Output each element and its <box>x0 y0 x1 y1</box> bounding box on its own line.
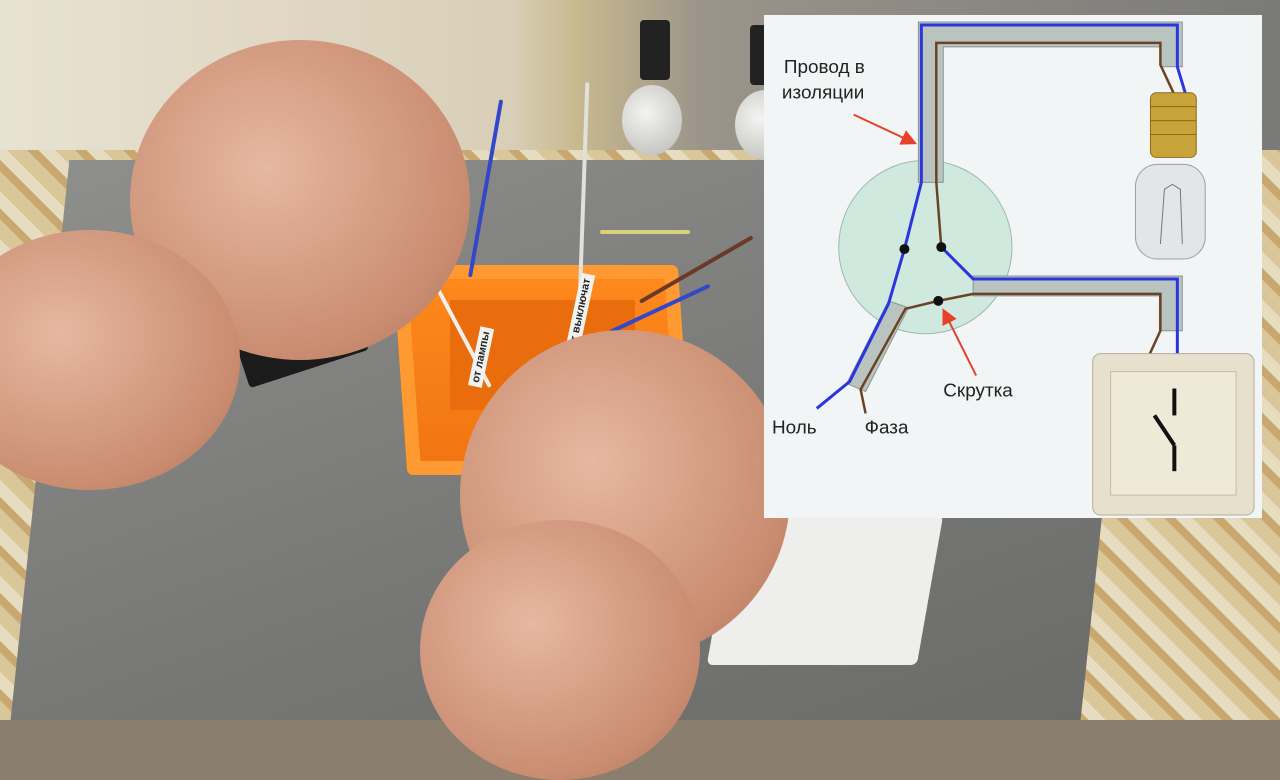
cable-insulation-switch <box>972 275 1183 332</box>
label-phase: Фаза <box>865 417 909 438</box>
light-bulbs <box>600 0 795 170</box>
twist-dot <box>933 295 944 306</box>
label-neutral: Ноль <box>772 417 817 438</box>
left-forearm <box>0 230 240 490</box>
right-forearm <box>420 520 700 780</box>
arrow-insulated-wire <box>853 113 918 145</box>
connection-dot <box>899 244 910 255</box>
label-twist: Скрутка <box>943 380 1013 401</box>
label-insulated-wire: Провод в <box>784 57 865 78</box>
label-insulated-wire: изоляции <box>782 83 864 104</box>
bulb-socket <box>640 20 670 80</box>
wiring-diagram: Провод в изоляции Скрутка Ноль Фаза <box>764 15 1262 518</box>
yellow-wire <box>600 230 690 234</box>
light-bulb <box>622 85 682 155</box>
connection-dot <box>936 242 947 253</box>
switched-wire <box>940 246 1179 389</box>
light-switch-icon <box>1092 353 1255 516</box>
neutral-wire <box>815 23 1192 410</box>
cable-insulation-top <box>917 21 1183 183</box>
lamp-phase-wire <box>935 41 1176 248</box>
arrow-twist <box>942 308 978 377</box>
cable-insulation-incoming <box>845 300 910 393</box>
light-bulb-icon <box>1135 92 1206 260</box>
junction-box-circle <box>838 159 1013 335</box>
